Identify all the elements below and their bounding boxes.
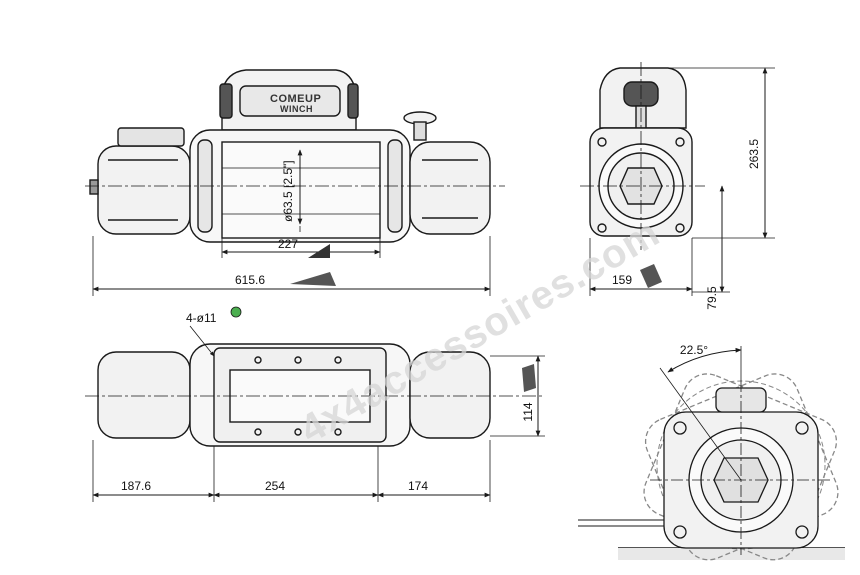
- marker-tri-3: [640, 264, 662, 288]
- marker-tri-2: [290, 272, 336, 286]
- side-view: [580, 62, 775, 296]
- height-label: 263.5: [747, 139, 761, 169]
- control-box-handle-right: [347, 83, 359, 119]
- marker-tri-4: [522, 364, 536, 392]
- top-gearbox: [409, 351, 491, 439]
- base-height-label: 79.5: [705, 286, 719, 310]
- drum-diameter-label: ø63.5 [2.5"]: [281, 160, 295, 222]
- top-view: [85, 325, 545, 502]
- detail-view: [578, 346, 845, 561]
- width-label: 159: [612, 273, 632, 287]
- mid-dim-label: 254: [265, 479, 285, 493]
- marker-tri-1: [308, 244, 330, 258]
- overall-length-label: 615.6: [235, 273, 265, 287]
- control-box-handle-left: [219, 83, 233, 119]
- brand-line2: WINCH: [280, 104, 313, 114]
- depth-label: 114: [521, 402, 535, 421]
- motor-housing: [97, 145, 191, 235]
- brand-line1: COMEUP: [270, 93, 321, 105]
- holes-label: 4-ø11: [186, 311, 217, 325]
- drum: [221, 141, 381, 239]
- angle-label: 22.5°: [680, 343, 708, 357]
- gearbox-housing: [409, 141, 491, 235]
- holes-marker: [230, 306, 242, 318]
- left-dim-label: 187.6: [121, 479, 151, 493]
- drum-length-label: 227: [278, 237, 298, 251]
- right-dim-label: 174: [408, 479, 428, 493]
- front-view: [85, 69, 505, 296]
- top-motor: [97, 351, 191, 439]
